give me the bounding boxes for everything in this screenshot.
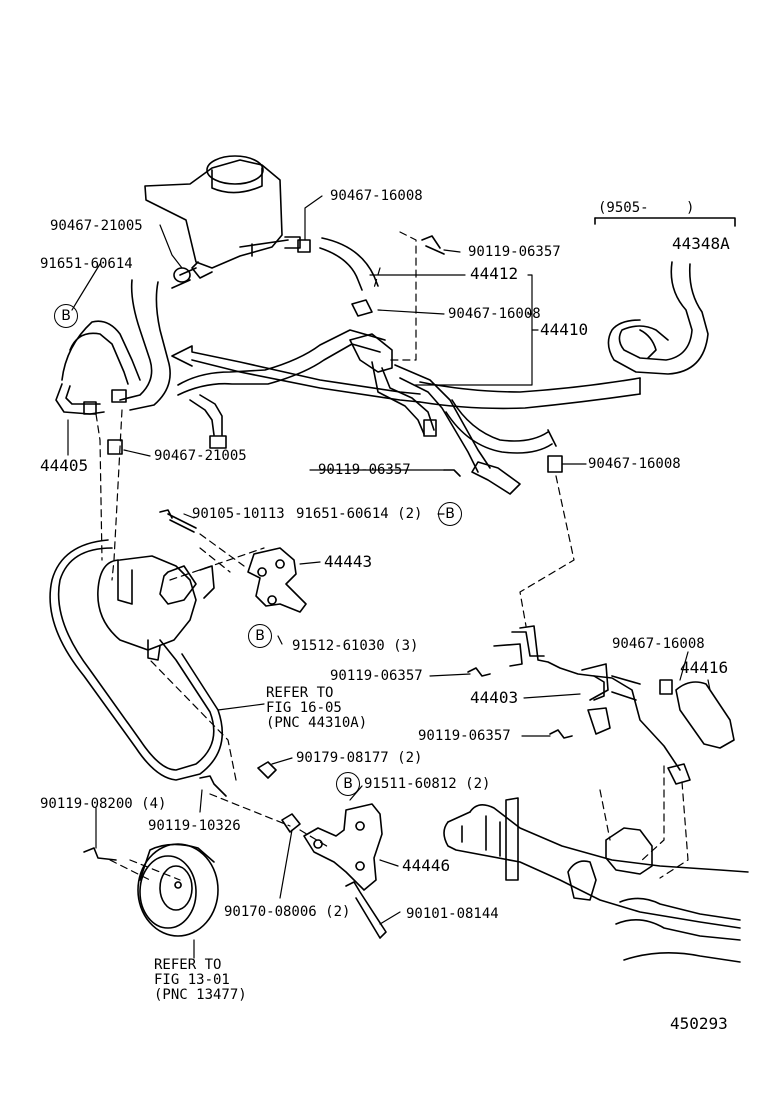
label-90119-06357-b[interactable]: 90119-06357 — [318, 462, 411, 478]
callout-b-bubble-left[interactable]: B — [54, 304, 78, 328]
hose-44348a-drawing — [594, 217, 736, 375]
crank-pulley-drawing — [137, 843, 219, 937]
pump-and-belt-drawing — [49, 539, 224, 781]
label-91651-60614[interactable]: 91651-60614 — [40, 256, 133, 272]
label-90119-10326[interactable]: 90119-10326 — [148, 818, 241, 834]
label-90105-10113[interactable]: 90105-10113 — [192, 506, 285, 522]
refer-fig13-line2: FIG 13-01 — [154, 972, 230, 988]
label-44446[interactable]: 44446 — [402, 856, 451, 875]
pressure-line-44403-drawing — [493, 625, 735, 785]
label-91512-61030[interactable]: 91512-61030 (3) — [292, 638, 419, 654]
label-90467-16008-mid[interactable]: 90467-16008 — [448, 306, 541, 322]
refer-fig16-note: REFER TO FIG 16-05 (PNC 44310A) — [266, 686, 367, 731]
label-44443[interactable]: 44443 — [324, 552, 373, 571]
bolts-drawing — [83, 235, 573, 939]
leader-lines — [67, 195, 711, 959]
hose-44412-drawing — [297, 237, 379, 317]
hose-44405-drawing — [55, 320, 141, 415]
label-44416[interactable]: 44416 — [680, 658, 729, 677]
label-90119-06357-d[interactable]: 90119-06357 — [418, 728, 511, 744]
label-90467-16008-top[interactable]: 90467-16008 — [330, 188, 423, 204]
label-44410[interactable]: 44410 — [540, 320, 589, 339]
label-90467-21005-top[interactable]: 90467-21005 — [50, 218, 143, 234]
refer-fig13-line1: REFER TO — [154, 957, 222, 973]
callout-b-bubble-mid[interactable]: B — [438, 502, 462, 526]
label-90179-08177[interactable]: 90179-08177 (2) — [296, 750, 423, 766]
label-90467-16008-right[interactable]: 90467-16008 — [588, 456, 681, 472]
label-90170-08006[interactable]: 90170-08006 (2) — [224, 904, 351, 920]
label-44405[interactable]: 44405 — [40, 456, 89, 475]
label-90119-06357-c[interactable]: 90119-06357 — [330, 668, 423, 684]
label-91651-60614-2[interactable]: 91651-60614 (2) — [296, 506, 423, 522]
label-90119-06357-a[interactable]: 90119-06357 — [468, 244, 561, 260]
refer-fig16-line2: FIG 16-05 — [266, 700, 342, 716]
label-90119-08200[interactable]: 90119-08200 (4) — [40, 796, 167, 812]
label-90101-08144[interactable]: 90101-08144 — [406, 906, 499, 922]
pressure-lines-drawing — [177, 329, 641, 495]
label-90467-16008-low[interactable]: 90467-16008 — [612, 636, 705, 652]
bracket-44443-drawing — [247, 547, 307, 613]
refer-fig13-note: REFER TO FIG 13-01 (PNC 13477) — [154, 958, 247, 1003]
refer-fig13-line3: (PNC 13477) — [154, 987, 247, 1003]
reservoir-tank-drawing — [144, 155, 301, 279]
steering-gear-drawing — [443, 797, 749, 963]
label-44412[interactable]: 44412 — [470, 264, 519, 283]
hose-clamps-drawing — [107, 439, 673, 695]
label-44348a[interactable]: 44348A — [672, 234, 730, 253]
label-90467-21005-low[interactable]: 90467-21005 — [154, 448, 247, 464]
date-range-close: ) — [686, 200, 695, 216]
flow-arrow-drawing — [171, 345, 421, 403]
dashed-guide-lines — [95, 231, 689, 881]
refer-fig16-line1: REFER TO — [266, 685, 334, 701]
callout-b-bubble-bracket[interactable]: B — [248, 624, 272, 648]
label-44403[interactable]: 44403 — [470, 688, 519, 707]
figure-number: 450293 — [670, 1014, 728, 1033]
date-range-open: (9505- — [598, 200, 649, 216]
return-hose-drawing — [119, 267, 197, 411]
bracket-44446-drawing — [303, 803, 383, 891]
refer-fig16-line3: (PNC 44310A) — [266, 715, 368, 731]
label-91511-60812[interactable]: 91511-60812 (2) — [364, 776, 491, 792]
callout-b-bubble-lower[interactable]: B — [336, 772, 360, 796]
